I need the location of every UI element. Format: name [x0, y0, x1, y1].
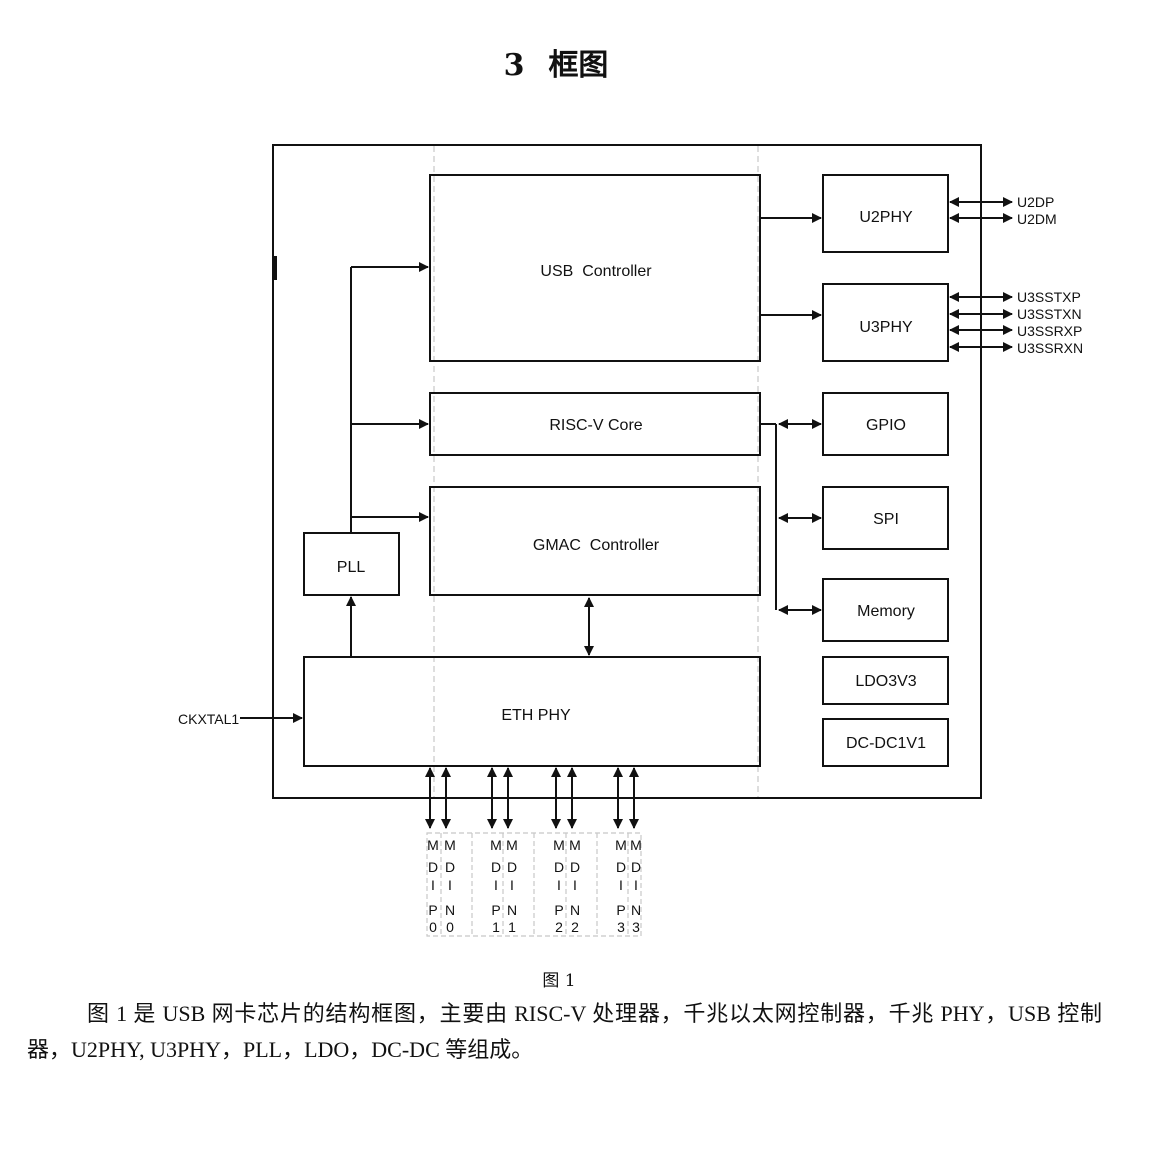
- u3ssrxn-label: U3SSRXN: [1017, 340, 1083, 356]
- dashed-guides: [433, 146, 759, 797]
- ckxtal1-label: CKXTAL1: [178, 711, 239, 727]
- section-number: 3: [503, 48, 525, 83]
- mdi-pin-letter: N: [445, 902, 455, 918]
- mdi-pin-letter: P: [491, 902, 500, 918]
- mdi-pin-letter: M: [490, 837, 502, 853]
- spi-block: SPI: [822, 486, 949, 550]
- mdi-pin-letter: M: [444, 837, 456, 853]
- mdi-pin-letter: 2: [571, 919, 579, 935]
- memory-label: Memory: [857, 603, 915, 620]
- block-diagram: USB Controller RISC-V Core GMAC Controll…: [178, 144, 1083, 937]
- u2phy-block: U2PHY: [822, 174, 949, 253]
- pin1-marker: [272, 256, 277, 280]
- mdi-pin-letter: 3: [632, 919, 640, 935]
- mdi-pin-letter: D: [631, 859, 641, 875]
- mdi-pin-letter: D: [570, 859, 580, 875]
- mdi-pin-letter: D: [554, 859, 564, 875]
- mdi-pin-letter: I: [494, 877, 498, 893]
- mdi-pin-letter: 0: [446, 919, 454, 935]
- mdi-pin-letter: D: [507, 859, 517, 875]
- mdi-pin-letter: M: [615, 837, 627, 853]
- risc-v-core-block: RISC-V Core: [429, 392, 761, 456]
- chip-boundary: [272, 144, 982, 799]
- mdi-pin-letter: P: [554, 902, 563, 918]
- pll-block: PLL: [303, 532, 400, 596]
- dcdc1v1-label: DC-DC1V1: [846, 735, 926, 752]
- gmac-controller-label: GMAC Controller: [533, 537, 660, 554]
- mdi-pin-letter: 3: [617, 919, 625, 935]
- mdi-pin-letter: 0: [429, 919, 437, 935]
- u3sstxn-label: U3SSTXN: [1017, 306, 1082, 322]
- usb-controller-block: USB Controller: [429, 174, 761, 362]
- ldo3v3-label: LDO3V3: [855, 673, 916, 690]
- pll-label: PLL: [337, 559, 366, 576]
- u3ssrxp-label: U3SSRXP: [1017, 323, 1082, 339]
- section-title: 3 框图: [0, 40, 1112, 84]
- usb-controller-label: USB Controller: [540, 263, 652, 280]
- mdi-pin-letter: I: [573, 877, 577, 893]
- gpio-block: GPIO: [822, 392, 949, 456]
- gmac-controller-block: GMAC Controller: [429, 486, 761, 596]
- memory-block: Memory: [822, 578, 949, 642]
- mdi-pin-letter: D: [428, 859, 438, 875]
- u3phy-label: U3PHY: [859, 319, 913, 336]
- gpio-label: GPIO: [866, 417, 906, 434]
- mdi-pin-letter: M: [569, 837, 581, 853]
- risc-v-core-label: RISC-V Core: [549, 417, 642, 434]
- section-heading: 框图: [548, 48, 609, 83]
- connections: [240, 197, 1013, 829]
- eth-phy-label: ETH PHY: [501, 707, 571, 724]
- dcdc1v1-block: DC-DC1V1: [822, 718, 949, 767]
- spi-label: SPI: [873, 511, 899, 528]
- mdi-pin-letter: I: [557, 877, 561, 893]
- u2dm-label: U2DM: [1017, 211, 1057, 227]
- mdi-pin-letter: 2: [555, 919, 563, 935]
- u2phy-label: U2PHY: [859, 209, 913, 226]
- mdi-pin-letter: M: [630, 837, 642, 853]
- mdi-pin-letter: N: [631, 902, 641, 918]
- mdi-pin-letter: D: [445, 859, 455, 875]
- mdi-pin-letter: N: [570, 902, 580, 918]
- mdi-pin-letter: I: [634, 877, 638, 893]
- u3phy-block: U3PHY: [822, 283, 949, 362]
- mdi-pin-letter: I: [431, 877, 435, 893]
- mdi-pin-letter: 1: [492, 919, 500, 935]
- mdi-pin-letter: P: [428, 902, 437, 918]
- mdi-pin-letter: M: [427, 837, 439, 853]
- mdi-pin-letter: M: [553, 837, 565, 853]
- figure-caption: 图 1: [542, 971, 576, 991]
- ldo3v3-block: LDO3V3: [822, 656, 949, 705]
- mdi-pin-letter: D: [616, 859, 626, 875]
- eth-phy-block: ETH PHY: [303, 656, 761, 767]
- mdi-pin-letter: P: [616, 902, 625, 918]
- mdi-pin-letter: I: [510, 877, 514, 893]
- mdi-pin-letter: N: [507, 902, 517, 918]
- mdi-pin-letter: D: [491, 859, 501, 875]
- u2dp-label: U2DP: [1017, 194, 1054, 210]
- mdi-pin-letter: I: [448, 877, 452, 893]
- mdi-pin-labels: M D I P 0 M D I N 0 M D I P 1 M D I N 1 …: [426, 832, 642, 937]
- description-paragraph: 图 1 是 USB 网卡芯片的结构框图，主要由 RISC-V 处理器，千兆以太网…: [27, 1001, 1102, 1062]
- u3sstxp-label: U3SSTXP: [1017, 289, 1081, 305]
- mdi-pin-letter: I: [619, 877, 623, 893]
- mdi-pin-letter: M: [506, 837, 518, 853]
- mdi-pin-letter: 1: [508, 919, 516, 935]
